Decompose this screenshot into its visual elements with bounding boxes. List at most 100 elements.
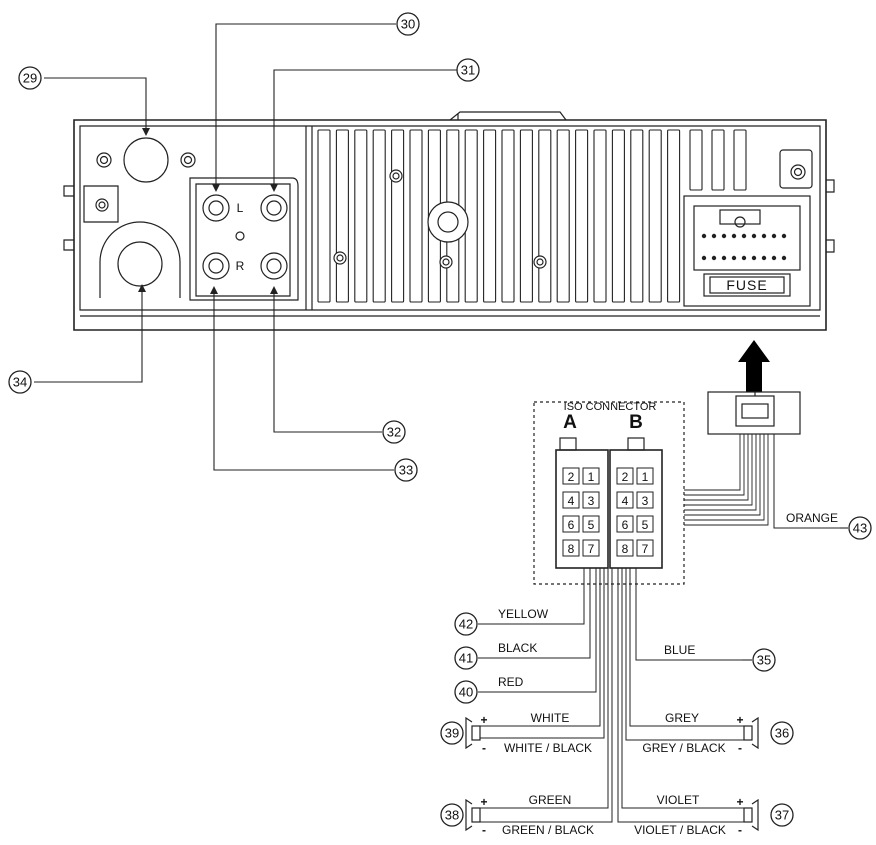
harness-wire [684, 434, 749, 501]
heatsink-fin [593, 129, 607, 303]
block-b-label: B [629, 412, 643, 433]
harness-wire [684, 434, 765, 521]
speaker-lf-plus: + [480, 713, 487, 727]
pin-b-5: 5 [642, 518, 649, 532]
radio-unit-rear [63, 111, 835, 331]
callout-number: 42 [459, 617, 473, 632]
callout-number: 39 [445, 726, 459, 741]
heatsink-fin [575, 129, 589, 303]
heatsink-fin [354, 129, 368, 303]
leader-arrowheads [138, 128, 278, 294]
speaker-lr-minus: - [482, 823, 486, 837]
callout-number: 33 [399, 463, 413, 478]
heatsink-fin [648, 129, 662, 303]
socket-pin [771, 255, 777, 261]
socket-pin [731, 233, 737, 239]
speaker-lf-minus: - [482, 741, 486, 755]
callout-circle [454, 646, 478, 670]
heatsink-fin [372, 129, 386, 303]
socket-pin [701, 233, 707, 239]
fuse-label: FUSE [726, 277, 767, 293]
wire-label-grey-black: GREY / BLACK [642, 741, 725, 755]
wire-label-white: WHITE [531, 711, 570, 725]
audio-left-label: L [237, 201, 244, 215]
harness-wire [684, 434, 761, 516]
speaker-rr-plus: + [736, 795, 743, 809]
pin-b-1: 1 [642, 470, 649, 484]
socket-pin [751, 255, 757, 261]
speaker-rr-minus: - [738, 823, 742, 837]
wire-label-grey: GREY [665, 711, 699, 725]
pin-b-8: 8 [622, 542, 629, 556]
pin-a-2: 2 [568, 470, 575, 484]
pin-a-3: 3 [588, 494, 595, 508]
heatsink-fin [317, 129, 331, 303]
harness-leader-lines [742, 527, 848, 661]
socket-pin [701, 255, 707, 261]
iso-plug [707, 391, 801, 435]
callout-circle [848, 516, 872, 540]
harness-wire [684, 434, 757, 511]
callout-number: 36 [775, 726, 789, 741]
callout-number: 31 [461, 63, 475, 78]
callout-number: 32 [387, 425, 401, 440]
block-b-pins: 2 1 4 3 6 5 8 7 [616, 467, 654, 557]
callout-number: 34 [13, 375, 27, 390]
pin-a-5: 5 [588, 518, 595, 532]
socket-pin [761, 233, 767, 239]
speaker-rf-minus: - [738, 741, 742, 755]
heatsink-fin [409, 129, 423, 303]
heatsink-fin [483, 129, 497, 303]
callout-number: 40 [459, 685, 473, 700]
speaker-lr-plus: + [480, 795, 487, 809]
wire-label-violet-black: VIOLET / BLACK [634, 823, 726, 837]
pin-a-4: 4 [568, 494, 575, 508]
callout-number: 35 [757, 653, 771, 668]
heatsink-fin [335, 129, 349, 303]
socket-pin [761, 255, 767, 261]
callout-number: 38 [445, 808, 459, 823]
socket-pin [711, 233, 717, 239]
block-a-label: A [563, 412, 577, 433]
heatsink-fin [711, 129, 725, 191]
callout-circle [440, 803, 464, 827]
pin-b-7: 7 [642, 542, 649, 556]
callout-number: 30 [401, 17, 415, 32]
callout-circle [770, 721, 794, 745]
block-a-pins: 2 1 4 3 6 5 8 7 [562, 467, 600, 557]
callout-circle [396, 12, 420, 36]
callout-number: 29 [23, 71, 37, 86]
heatsink-fin [501, 129, 515, 303]
heatsink-fin [538, 129, 552, 303]
socket-pin [741, 255, 747, 261]
harness-wire [684, 434, 769, 526]
speaker-left-rear [465, 798, 481, 832]
callout-number: 41 [459, 651, 473, 666]
harness-wire [684, 434, 745, 496]
iso-connector [533, 401, 685, 585]
wire-label-white-black: WHITE / BLACK [504, 741, 592, 755]
wire-label-green-black: GREEN / BLACK [502, 823, 594, 837]
speaker-rf-plus: + [736, 713, 743, 727]
wire-label-yellow: YELLOW [498, 607, 549, 621]
heatsink-fin [667, 129, 681, 303]
callout-circle [440, 721, 464, 745]
pin-a-6: 6 [568, 518, 575, 532]
heatsink-fin [733, 129, 747, 191]
socket-pin [721, 255, 727, 261]
speaker-left-front [465, 716, 481, 750]
socket-pin [721, 233, 727, 239]
callout-circle [454, 680, 478, 704]
callout-circle [8, 370, 32, 394]
socket-pin [751, 233, 757, 239]
pin-b-4: 4 [622, 494, 629, 508]
pin-a-1: 1 [588, 470, 595, 484]
wire-label-violet: VIOLET [657, 793, 700, 807]
harness-wire [684, 434, 741, 491]
callout-circle [382, 420, 406, 444]
pin-b-2: 2 [622, 470, 629, 484]
socket-pin [771, 233, 777, 239]
iso-connector-title: ISO CONNECTOR [564, 401, 657, 413]
heatsink-fin [391, 129, 405, 303]
